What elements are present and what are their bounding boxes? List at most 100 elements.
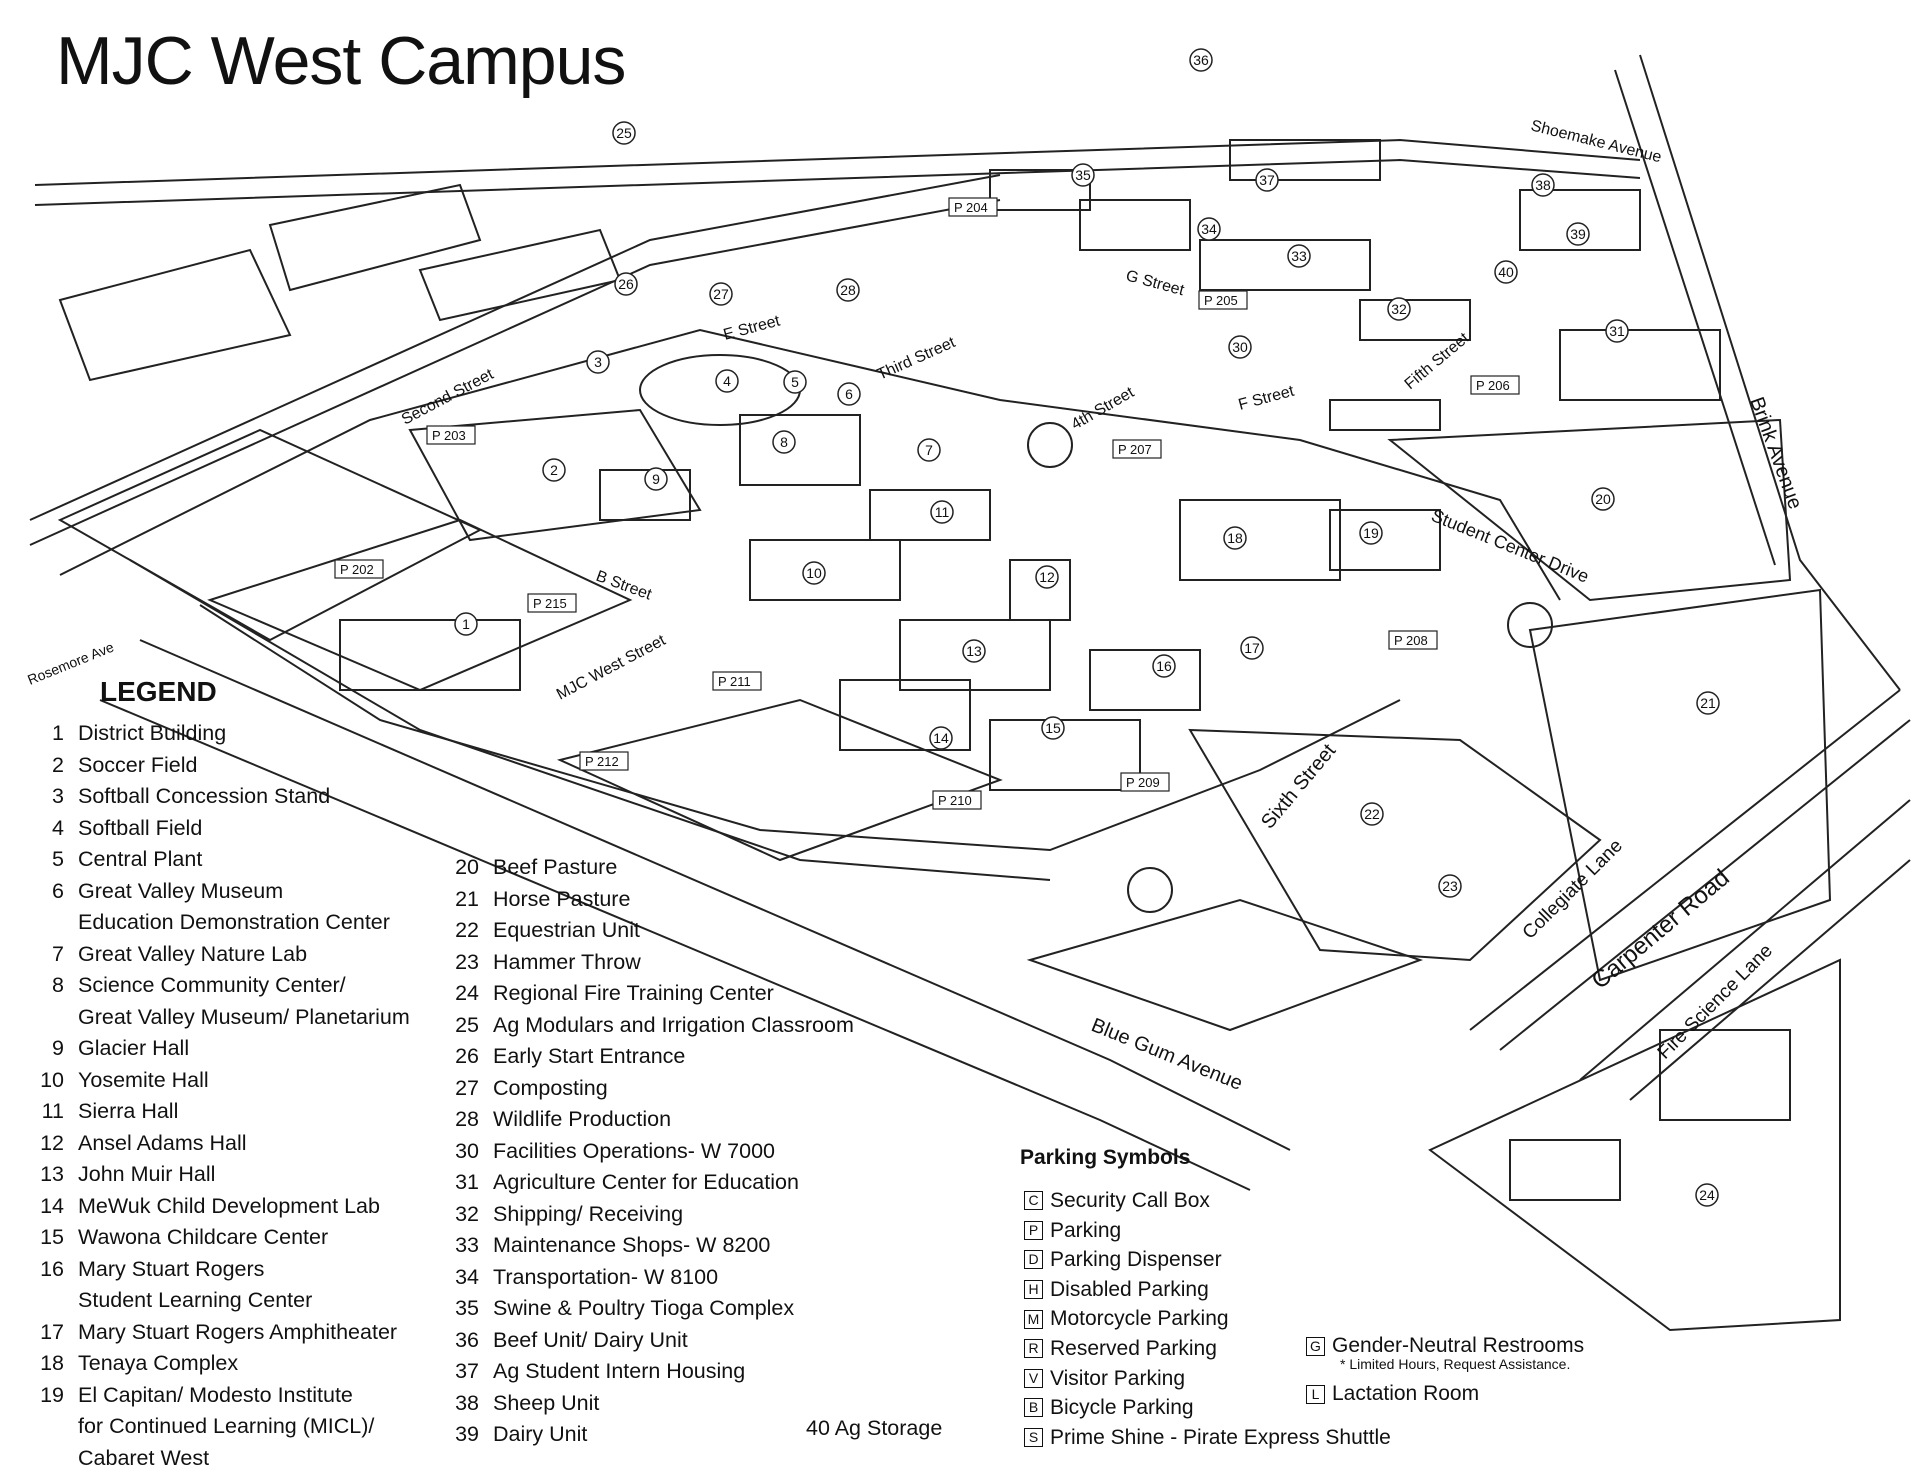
symbol-box: G xyxy=(1306,1336,1325,1356)
svg-text:16: 16 xyxy=(1156,658,1172,674)
svg-text:P 206: P 206 xyxy=(1476,378,1510,393)
svg-text:P 203: P 203 xyxy=(432,428,466,443)
building-marker-11: 11 xyxy=(930,500,954,524)
svg-text:P 204: P 204 xyxy=(954,200,988,215)
svg-text:P 209: P 209 xyxy=(1126,775,1160,790)
svg-text:22: 22 xyxy=(1364,806,1380,822)
svg-text:25: 25 xyxy=(616,125,632,141)
svg-text:26: 26 xyxy=(618,276,634,292)
building-marker-1: 1 xyxy=(454,612,478,636)
svg-text:13: 13 xyxy=(966,643,982,659)
parking-lot-label: P 205 xyxy=(1198,290,1248,310)
svg-text:21: 21 xyxy=(1700,695,1716,711)
svg-text:32: 32 xyxy=(1391,301,1407,317)
building-marker-37: 37 xyxy=(1255,168,1279,192)
svg-text:P 210: P 210 xyxy=(938,793,972,808)
street-label-sixth: Sixth Street xyxy=(1257,740,1341,834)
building-marker-17: 17 xyxy=(1240,636,1264,660)
svg-text:4: 4 xyxy=(723,373,731,389)
building-marker-24: 24 xyxy=(1695,1183,1719,1207)
building-marker-39: 39 xyxy=(1566,222,1590,246)
svg-text:P 211: P 211 xyxy=(718,674,751,689)
building-marker-32: 32 xyxy=(1387,297,1411,321)
svg-text:2: 2 xyxy=(550,462,558,478)
building-marker-14: 14 xyxy=(929,726,953,750)
legend-item-ag-storage: 40 Ag Storage xyxy=(806,1416,943,1440)
building-marker-3: 3 xyxy=(586,350,610,374)
svg-text:8: 8 xyxy=(780,434,788,450)
svg-text:35: 35 xyxy=(1075,167,1091,183)
svg-text:9: 9 xyxy=(652,471,660,487)
svg-text:23: 23 xyxy=(1442,878,1458,894)
building-marker-12: 12 xyxy=(1035,565,1059,589)
symbol-box: L xyxy=(1306,1384,1325,1404)
building-marker-2: 2 xyxy=(542,458,566,482)
parking-lot-label: P 202 xyxy=(334,559,384,579)
building-marker-7: 7 xyxy=(917,438,941,462)
svg-text:11: 11 xyxy=(935,504,950,520)
building-marker-30: 30 xyxy=(1228,335,1252,359)
svg-text:P 215: P 215 xyxy=(533,596,567,611)
symbol-box: B xyxy=(1024,1398,1043,1418)
svg-text:37: 37 xyxy=(1259,172,1275,188)
parking-lot-label: P 206 xyxy=(1470,375,1520,395)
building-marker-27: 27 xyxy=(709,282,733,306)
svg-text:P 205: P 205 xyxy=(1204,293,1238,308)
building-marker-40: 40 xyxy=(1494,260,1518,284)
svg-text:12: 12 xyxy=(1039,569,1055,585)
building-marker-26: 26 xyxy=(614,272,638,296)
parking-lot-label: P 215 xyxy=(527,593,577,613)
symbol-box: P xyxy=(1024,1220,1043,1240)
svg-text:27: 27 xyxy=(713,286,729,302)
svg-text:P 212: P 212 xyxy=(585,754,619,769)
svg-text:36: 36 xyxy=(1193,52,1209,68)
svg-text:31: 31 xyxy=(1609,323,1625,339)
building-marker-25: 25 xyxy=(612,121,636,145)
street-label-brink: Brink Avenue xyxy=(1745,394,1806,512)
symbol-box: S xyxy=(1024,1428,1043,1448)
svg-text:1: 1 xyxy=(462,616,470,632)
map-title: MJC West Campus xyxy=(56,23,626,99)
building-marker-35: 35 xyxy=(1071,163,1095,187)
svg-text:24: 24 xyxy=(1699,1187,1715,1203)
svg-text:19: 19 xyxy=(1363,525,1379,541)
street-label-e: E Street xyxy=(722,312,783,344)
parking-lot-label: P 203 xyxy=(426,425,476,445)
building-marker-18: 18 xyxy=(1223,526,1247,550)
legend-heading: LEGEND xyxy=(100,676,217,707)
building-marker-34: 34 xyxy=(1197,217,1221,241)
building-marker-5: 5 xyxy=(783,370,807,394)
symbol-box: R xyxy=(1024,1339,1043,1359)
building-marker-31: 31 xyxy=(1605,319,1629,343)
